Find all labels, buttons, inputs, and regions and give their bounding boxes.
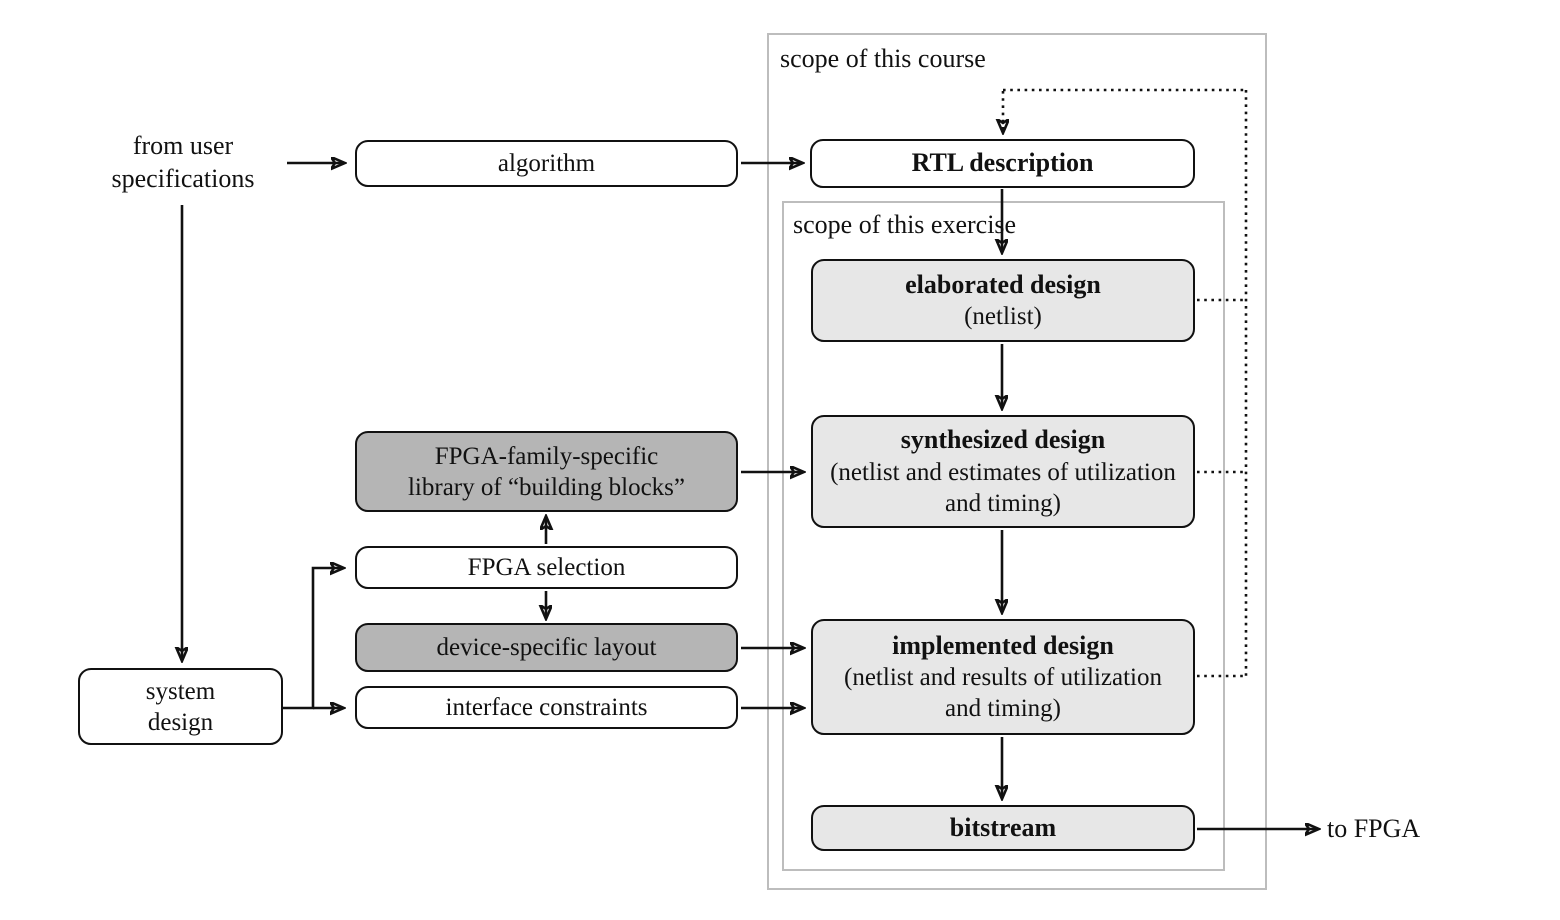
node-implemented-design: implemented design (netlist and results … — [811, 619, 1195, 735]
node-fpga-selection: FPGA selection — [355, 546, 738, 589]
node-algorithm: algorithm — [355, 140, 738, 187]
node-fpga-library-line1: FPGA-family-specific — [434, 442, 659, 470]
node-algorithm-label: algorithm — [497, 150, 596, 177]
to-fpga-label: to FPGA — [1327, 814, 1421, 843]
node-elaborated-design: elaborated design (netlist) — [811, 259, 1195, 342]
node-implemented-design-subtitle: (netlist and results of utilization and … — [844, 664, 1162, 723]
scope-course-box — [767, 33, 1267, 890]
from-user-line2: specifications — [111, 163, 255, 193]
node-fpga-library-line2: library of “building blocks” — [407, 473, 685, 501]
node-implemented-design-title: implemented design — [892, 630, 1114, 660]
node-system-design: system design — [78, 668, 283, 745]
node-interface-constraints: interface constraints — [355, 686, 738, 729]
node-rtl-description-label: RTL description — [911, 148, 1094, 178]
node-elaborated-design-title: elaborated design — [905, 269, 1101, 299]
node-fpga-selection-label: FPGA selection — [467, 554, 626, 581]
scope-exercise-label: scope of this exercise — [793, 210, 1017, 239]
node-elaborated-design-subtitle: (netlist) — [964, 303, 1042, 331]
arrow-system-design-to-selection — [283, 568, 343, 710]
node-synthesized-design-subtitle: (netlist and estimates of utilization an… — [830, 458, 1176, 517]
node-system-design-line1: system — [145, 677, 216, 705]
scope-course-label: scope of this course — [780, 44, 986, 73]
node-device-layout: device-specific layout — [355, 623, 738, 672]
scope-exercise-box — [782, 201, 1225, 871]
node-bitstream: bitstream — [811, 805, 1195, 851]
node-device-layout-label: device-specific layout — [436, 634, 657, 661]
from-user-line1: from user — [132, 131, 234, 160]
node-bitstream-label: bitstream — [949, 812, 1057, 842]
node-fpga-library: FPGA-family-specific library of “buildin… — [355, 431, 738, 512]
node-synthesized-design: synthesized design (netlist and estimate… — [811, 415, 1195, 528]
node-interface-constraints-label: interface constraints — [445, 694, 648, 721]
from-user-specifications-label: from user specifications — [88, 130, 278, 195]
node-system-design-line2: design — [147, 708, 214, 736]
node-synthesized-design-title: synthesized design — [900, 425, 1106, 455]
node-rtl-description: RTL description — [810, 139, 1195, 188]
